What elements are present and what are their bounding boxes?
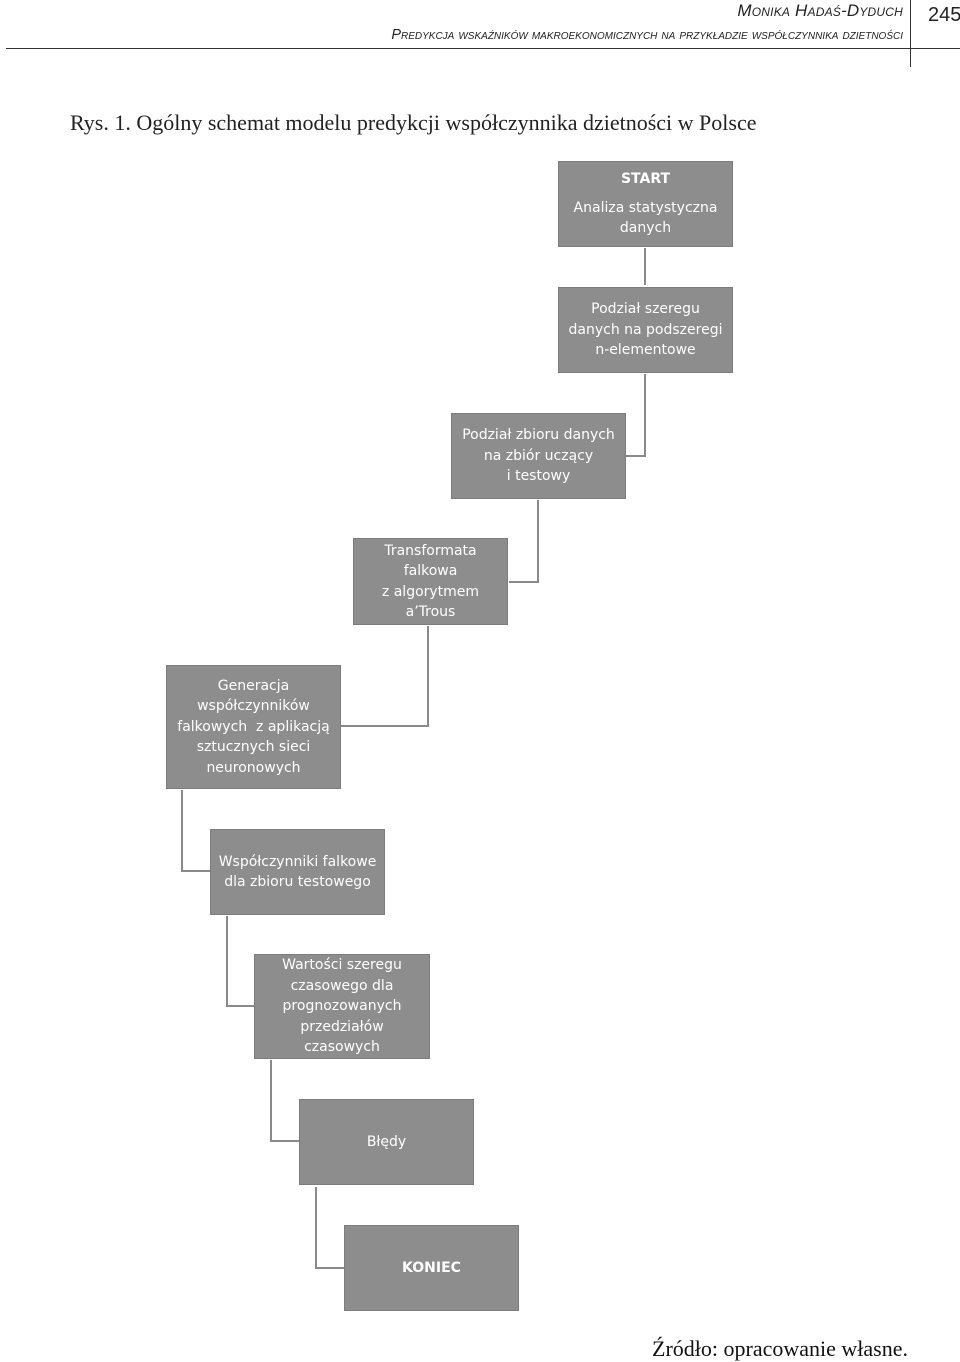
connector-8-9-horizontal <box>315 1267 344 1269</box>
step-split-series-line: Podział szeregu <box>591 301 700 318</box>
step-split-series-line: danych na podszeregi <box>568 321 723 338</box>
step-start: START Analiza statystyczna danych <box>558 161 733 247</box>
step-wavelet-transform-line: a’Trous <box>405 604 456 620</box>
step-series-values-line: czasowego dla <box>290 977 394 994</box>
connector-2-3-vertical <box>644 374 646 457</box>
connector-8-9-vertical <box>315 1187 317 1269</box>
step-end: KONIEC <box>344 1225 519 1311</box>
connector-5-6-horizontal <box>181 870 210 872</box>
header-running-title: Predykcja wskaźników makroekonomicznych … <box>391 27 903 43</box>
step-series-values-line: prognozowanych <box>282 998 402 1015</box>
step-coefficient-generation-line: sztucznych sieci <box>196 739 311 756</box>
header-vertical-rule <box>910 0 911 67</box>
step-wavelet-transform-line: Transformata <box>384 542 477 559</box>
step-series-values-line: czasowych <box>304 1039 380 1056</box>
step-start-line: danych <box>619 220 672 237</box>
connector-6-7-vertical <box>226 916 228 1007</box>
connector-2-3-horizontal <box>626 455 646 457</box>
connector-4-5-horizontal <box>341 725 429 727</box>
step-errors-line: Błędy <box>366 1133 407 1150</box>
step-wavelet-transform-line: falkowa <box>403 563 458 579</box>
step-split-dataset-line: Podział zbioru danych <box>462 427 615 444</box>
step-split-series-line: n-elementowe <box>595 342 696 359</box>
step-split-dataset-line: i testowy <box>506 468 571 485</box>
connector-7-8-vertical <box>270 1060 272 1142</box>
step-split-dataset: Podział zbioru danych na zbiór uczący i … <box>451 413 626 499</box>
figure-caption: Rys. 1. Ogólny schemat modelu predykcji … <box>70 110 757 135</box>
connector-3-4-vertical <box>537 500 539 583</box>
step-series-values-line: Wartości szeregu <box>282 957 402 974</box>
connector-4-5-vertical <box>427 626 429 727</box>
step-start-label: START <box>620 171 671 188</box>
step-coefficient-generation-line: falkowych z aplikacją <box>177 718 330 735</box>
step-coefficient-generation-line: neuronowych <box>206 759 301 776</box>
page-number: 245 <box>928 4 960 26</box>
connector-3-4-horizontal <box>509 581 539 583</box>
step-wavelet-transform-line: z algorytmem <box>381 583 480 600</box>
connector-5-6-vertical <box>181 790 183 872</box>
step-end-label: KONIEC <box>402 1259 461 1276</box>
step-split-dataset-line: na zbiór uczący <box>483 447 594 464</box>
step-coefficient-generation-line: współczynników <box>197 698 310 715</box>
connector-7-8-horizontal <box>270 1140 299 1142</box>
step-series-values-line: przedziałów <box>300 1018 384 1035</box>
step-wavelet-transform: Transformata falkowa z algorytmem a’Trou… <box>353 538 508 625</box>
step-test-coefficients-line: dla zbioru testowego <box>224 874 371 890</box>
step-coefficient-generation-line: Generacja <box>217 677 290 694</box>
step-series-values: Wartości szeregu czasowego dla prognozow… <box>254 954 430 1059</box>
header-author: Monika Hadaś-Dyduch <box>737 1 903 20</box>
step-split-series: Podział szeregu danych na podszeregi n-e… <box>558 287 733 373</box>
connector-6-7-horizontal <box>226 1005 254 1007</box>
step-start-line: Analiza statystyczna <box>573 199 718 216</box>
step-test-coefficients-line: Współczynniki falkowe <box>218 853 377 870</box>
step-test-coefficients: Współczynniki falkowe dla zbioru testowe… <box>210 829 385 915</box>
connector-1-2 <box>644 248 646 285</box>
header-rule <box>6 48 960 49</box>
step-coefficient-generation: Generacja współczynników falkowych z apl… <box>166 665 341 789</box>
figure-source: Źródło: opracowanie własne. <box>652 1336 908 1361</box>
step-errors: Błędy <box>299 1099 474 1185</box>
